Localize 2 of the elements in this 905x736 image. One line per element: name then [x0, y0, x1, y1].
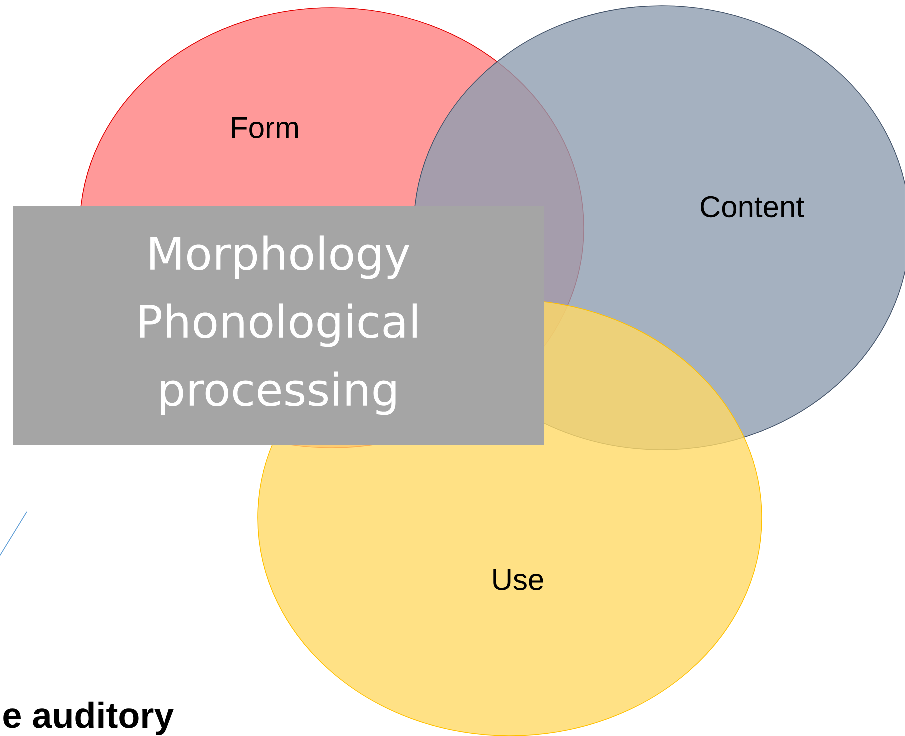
heading-text: e auditory [4, 702, 174, 736]
text-box: Morphology Phonological processing [13, 206, 544, 445]
